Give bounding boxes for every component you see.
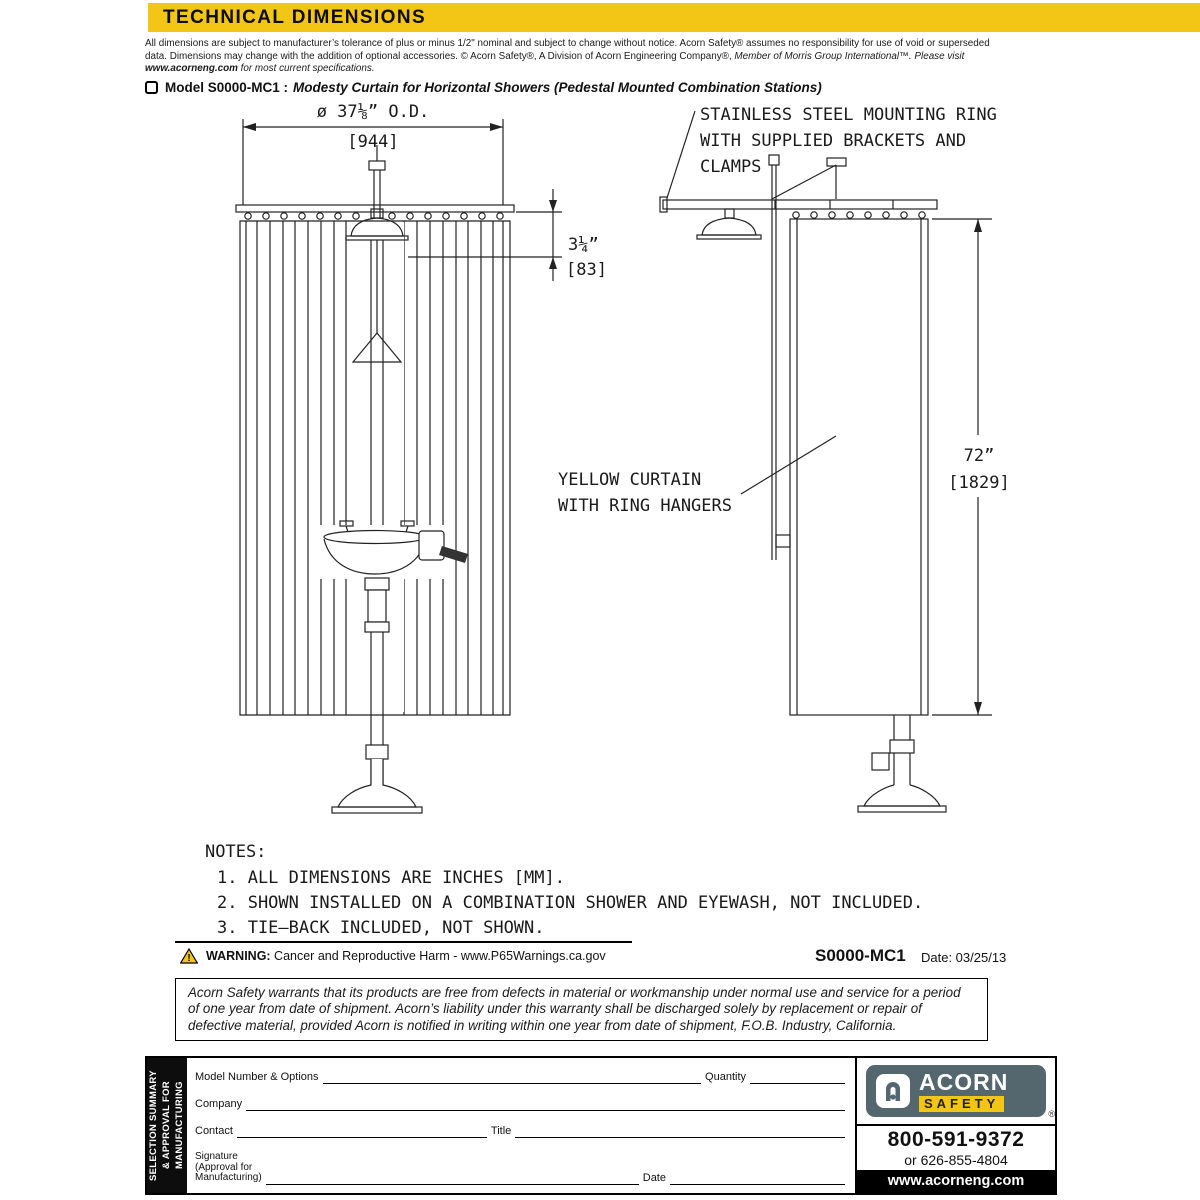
form-fields: Model Number & Options Quantity Company …: [187, 1058, 855, 1193]
registered-mark: ®: [1048, 1109, 1055, 1119]
form-row-contact: Contact Title: [195, 1125, 845, 1139]
note-item: 1. ALL DIMENSIONS ARE INCHES [MM].: [217, 868, 565, 888]
dim-od-label: ø 37⅛” O.D.: [317, 102, 430, 122]
warranty-statement: Acorn Safety warrants that its products …: [175, 978, 988, 1042]
form-row-model: Model Number & Options Quantity: [195, 1071, 845, 1084]
document-date: Date: 03/25/13: [921, 950, 1007, 965]
form-row-company: Company: [195, 1098, 845, 1112]
form-sidebar-title: SELECTION SUMMARY & APPROVAL FOR MANUFAC…: [147, 1058, 187, 1193]
website-bar: www.acorneng.com: [857, 1170, 1055, 1193]
disclaimer-text: All dimensions are subject to manufactur…: [145, 38, 1050, 76]
mounting-ring-label-1: STAINLESS STEEL MOUNTING RING: [700, 105, 997, 125]
side-view-shower: [659, 154, 1012, 813]
selection-summary-form: SELECTION SUMMARY & APPROVAL FOR MANUFAC…: [145, 1056, 1057, 1195]
brand-cell: ACORN SAFETY ® 800-591-9372 or 626-855-4…: [855, 1058, 1055, 1193]
disclaimer-line2a: data. Dimensions may change with the add…: [145, 50, 735, 62]
warning-icon: !: [180, 948, 198, 964]
form-row-signature: Signature (Approval for Manufacturing) D…: [195, 1152, 845, 1185]
svg-text:!: !: [187, 953, 190, 964]
notes-section: NOTES: 1. ALL DIMENSIONS ARE INCHES [MM]…: [205, 842, 923, 943]
dim-od-mm-label: [944]: [347, 132, 398, 152]
dim-height-mm-label: [1829]: [948, 473, 1009, 493]
model-number-badge: S0000-MC1: [815, 946, 906, 965]
title-input[interactable]: [515, 1125, 845, 1139]
contact-input[interactable]: [236, 1125, 487, 1139]
model-options-input[interactable]: [322, 1071, 702, 1084]
company-input[interactable]: [246, 1098, 845, 1112]
curtain-label-leader: [740, 435, 837, 495]
signature-input[interactable]: [265, 1172, 639, 1185]
acorn-logo-icon: [876, 1074, 910, 1108]
dimension-arrows: [243, 123, 982, 715]
phone-number-alt: or 626-855-4804: [904, 1152, 1008, 1168]
header-bar: TECHNICAL DIMENSIONS: [148, 3, 1200, 32]
brand-wordmark: ACORN SAFETY: [919, 1070, 1008, 1113]
disclaimer-line3-rest: for most current specifications.: [237, 63, 375, 75]
signature-label: Signature (Approval for Manufacturing): [195, 1151, 262, 1184]
model-heading: Model S0000-MC1 : Modesty Curtain for Ho…: [145, 80, 822, 95]
yellow-curtain-label-1: YELLOW CURTAIN: [558, 470, 701, 490]
model-number-label: Model S0000-MC1 :: [165, 80, 289, 95]
mounting-ring-label-3: CLAMPS: [700, 157, 761, 177]
brand-name: ACORN: [919, 1068, 1009, 1095]
note-item: 3. TIE–BACK INCLUDED, NOT SHOWN.: [217, 918, 545, 938]
model-checkbox[interactable]: [145, 81, 158, 94]
disclaimer-line1: All dimensions are subject to manufactur…: [145, 38, 990, 49]
date-label: Date: [642, 1171, 666, 1184]
note-item: 2. SHOWN INSTALLED ON A COMBINATION SHOW…: [217, 893, 924, 913]
disclaimer-website-link: www.acorneng.com: [145, 63, 238, 75]
front-view-shower: [235, 119, 562, 814]
mounting-ring-label-2: WITH SUPPLIED BRACKETS AND: [700, 131, 966, 151]
acorn-safety-logo: ACORN SAFETY ®: [866, 1065, 1055, 1119]
disclaimer-line2b: Member of Morris Group International™. P…: [734, 50, 965, 62]
dim-offset-mm-label: [83]: [566, 260, 607, 280]
warning-divider: [175, 941, 632, 943]
dim-offset-label: 3¼”: [568, 235, 599, 255]
yellow-curtain-label-2: WITH RING HANGERS: [558, 496, 732, 516]
technical-drawing: ø 37⅛” O.D. [944] 3¼” [83] 72” [1829] ST…: [235, 102, 1012, 814]
phone-number-main: 800-591-9372: [887, 1128, 1025, 1151]
warning-text: WARNING: Cancer and Reproductive Harm - …: [206, 949, 606, 963]
date-input[interactable]: [670, 1172, 845, 1185]
title-label: Title: [490, 1125, 512, 1138]
prop65-warning: ! WARNING: Cancer and Reproductive Harm …: [180, 948, 606, 964]
notes-title: NOTES:: [205, 842, 267, 862]
company-label: Company: [195, 1098, 243, 1111]
page-title: TECHNICAL DIMENSIONS: [163, 6, 427, 28]
quantity-input[interactable]: [750, 1071, 845, 1084]
contact-label: Contact: [195, 1125, 233, 1138]
dim-height-label: 72”: [964, 446, 995, 466]
ring-label-leader: [666, 110, 696, 199]
model-options-label: Model Number & Options: [195, 1071, 319, 1083]
phone-block: 800-591-9372 or 626-855-4804: [857, 1124, 1055, 1168]
brand-sub: SAFETY: [919, 1095, 1005, 1112]
model-description: Modesty Curtain for Horizontal Showers (…: [293, 80, 822, 95]
quantity-label: Quantity: [705, 1071, 746, 1083]
